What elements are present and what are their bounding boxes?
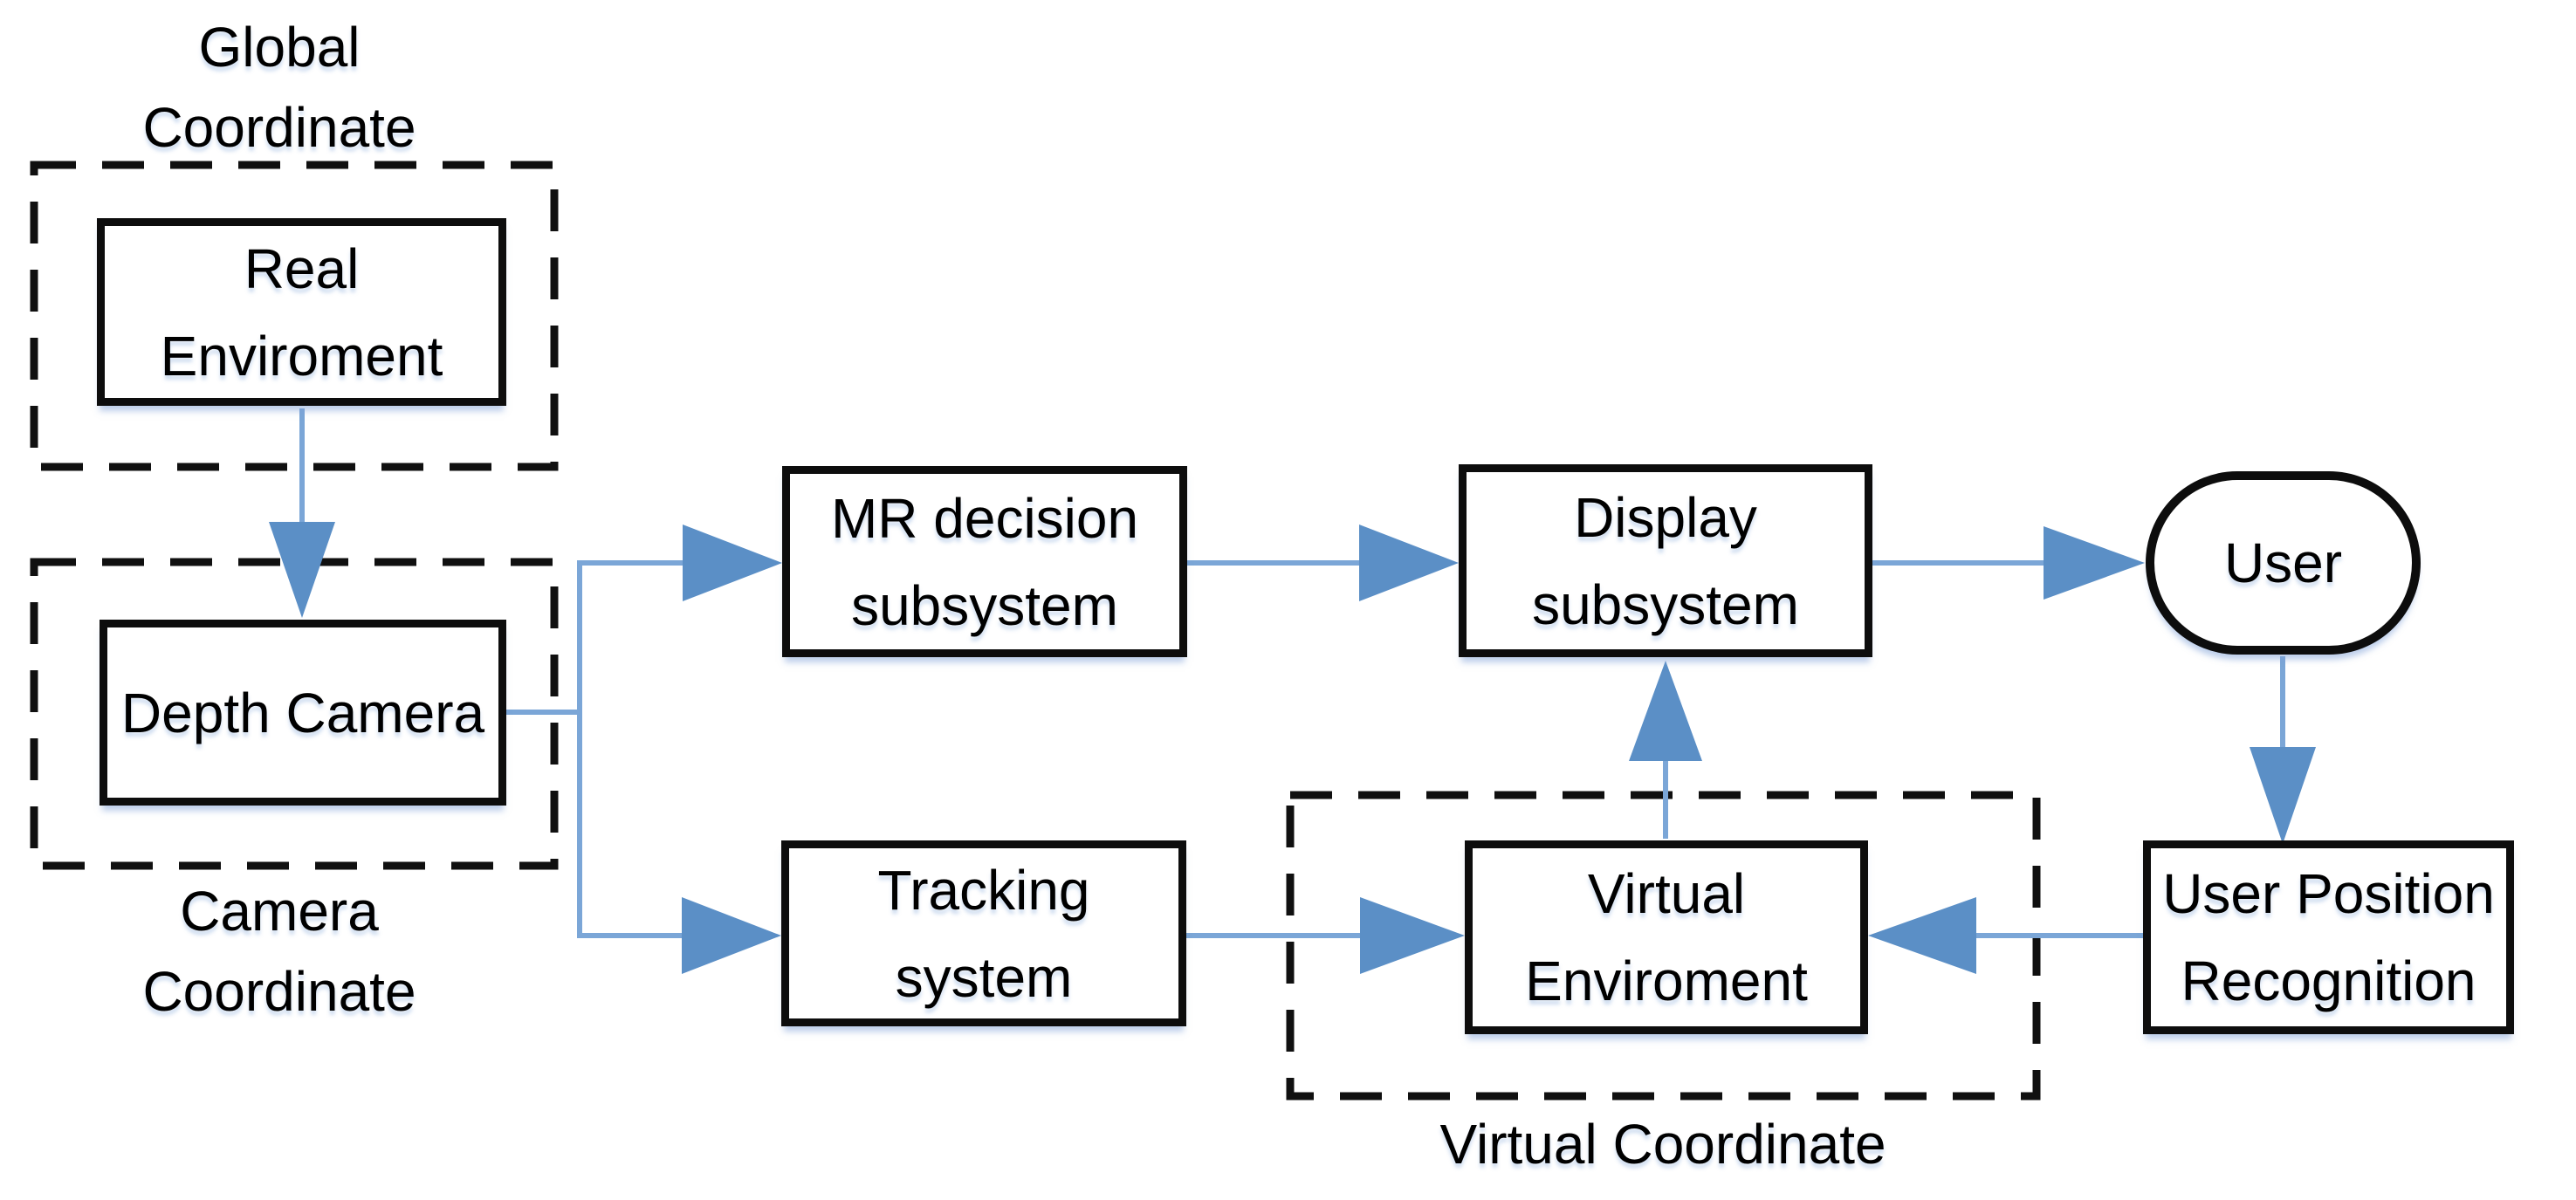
arrowhead-into-virtualenv-right [1868, 897, 1976, 974]
label-global-coordinate-line1: Global [198, 16, 361, 79]
label-virtual-coordinate: Virtual Coordinate [1357, 1104, 1968, 1184]
label-global-coordinate-line2: Coordinate [142, 96, 416, 159]
node-virtual-enviroment-line2: Enviroment [1525, 950, 1808, 1012]
node-tracking-system: Tracking system [781, 840, 1186, 1026]
node-depth-camera: Depth Camera [100, 620, 506, 806]
label-camera-coordinate-line1: Camera [180, 880, 379, 943]
node-mr-decision-line1: MR decision [830, 486, 1139, 550]
node-tracking-system-line1: Tracking [877, 858, 1090, 922]
node-depth-camera-line1: Depth Camera [120, 681, 485, 744]
node-tracking-system-line2: system [895, 945, 1073, 1009]
node-user-position-line2: Recognition [2181, 950, 2476, 1012]
node-display-subsystem: Display subsystem [1459, 464, 1872, 657]
node-user-position-line1: User Position [2162, 862, 2495, 925]
arrowhead-real-to-depth [269, 522, 335, 618]
arrowhead-into-display [1359, 525, 1459, 601]
node-real-enviroment-line1: Real [244, 237, 360, 300]
node-mr-decision-subsystem: MR decision subsystem [782, 466, 1187, 657]
arrowhead-into-display-bottom [1629, 661, 1702, 761]
node-real-enviroment: Real Enviroment [97, 218, 506, 406]
node-user-line1: User [2223, 531, 2343, 594]
arrowhead-into-mr-decision [683, 525, 782, 601]
node-display-subsystem-line2: subsystem [1532, 573, 1799, 636]
node-display-subsystem-line1: Display [1574, 485, 1757, 549]
node-mr-decision-line2: subsystem [851, 573, 1118, 637]
arrowhead-into-upr [2250, 747, 2316, 844]
node-user: User [2146, 471, 2421, 655]
arrowhead-into-virtualenv-left [1360, 897, 1465, 974]
arrowhead-into-user [2044, 526, 2145, 600]
node-virtual-enviroment-line1: Virtual [1587, 862, 1746, 925]
label-camera-coordinate: Camera Coordinate [61, 871, 498, 1032]
label-camera-coordinate-line2: Coordinate [142, 960, 416, 1023]
label-virtual-coordinate-line: Virtual Coordinate [1439, 1113, 1886, 1176]
label-global-coordinate: Global Coordinate [61, 7, 498, 168]
node-user-position-recognition: User Position Recognition [2143, 840, 2514, 1034]
node-virtual-enviroment: Virtual Enviroment [1465, 840, 1868, 1034]
arrowhead-into-tracking [682, 897, 781, 974]
node-real-enviroment-line2: Enviroment [160, 324, 443, 387]
